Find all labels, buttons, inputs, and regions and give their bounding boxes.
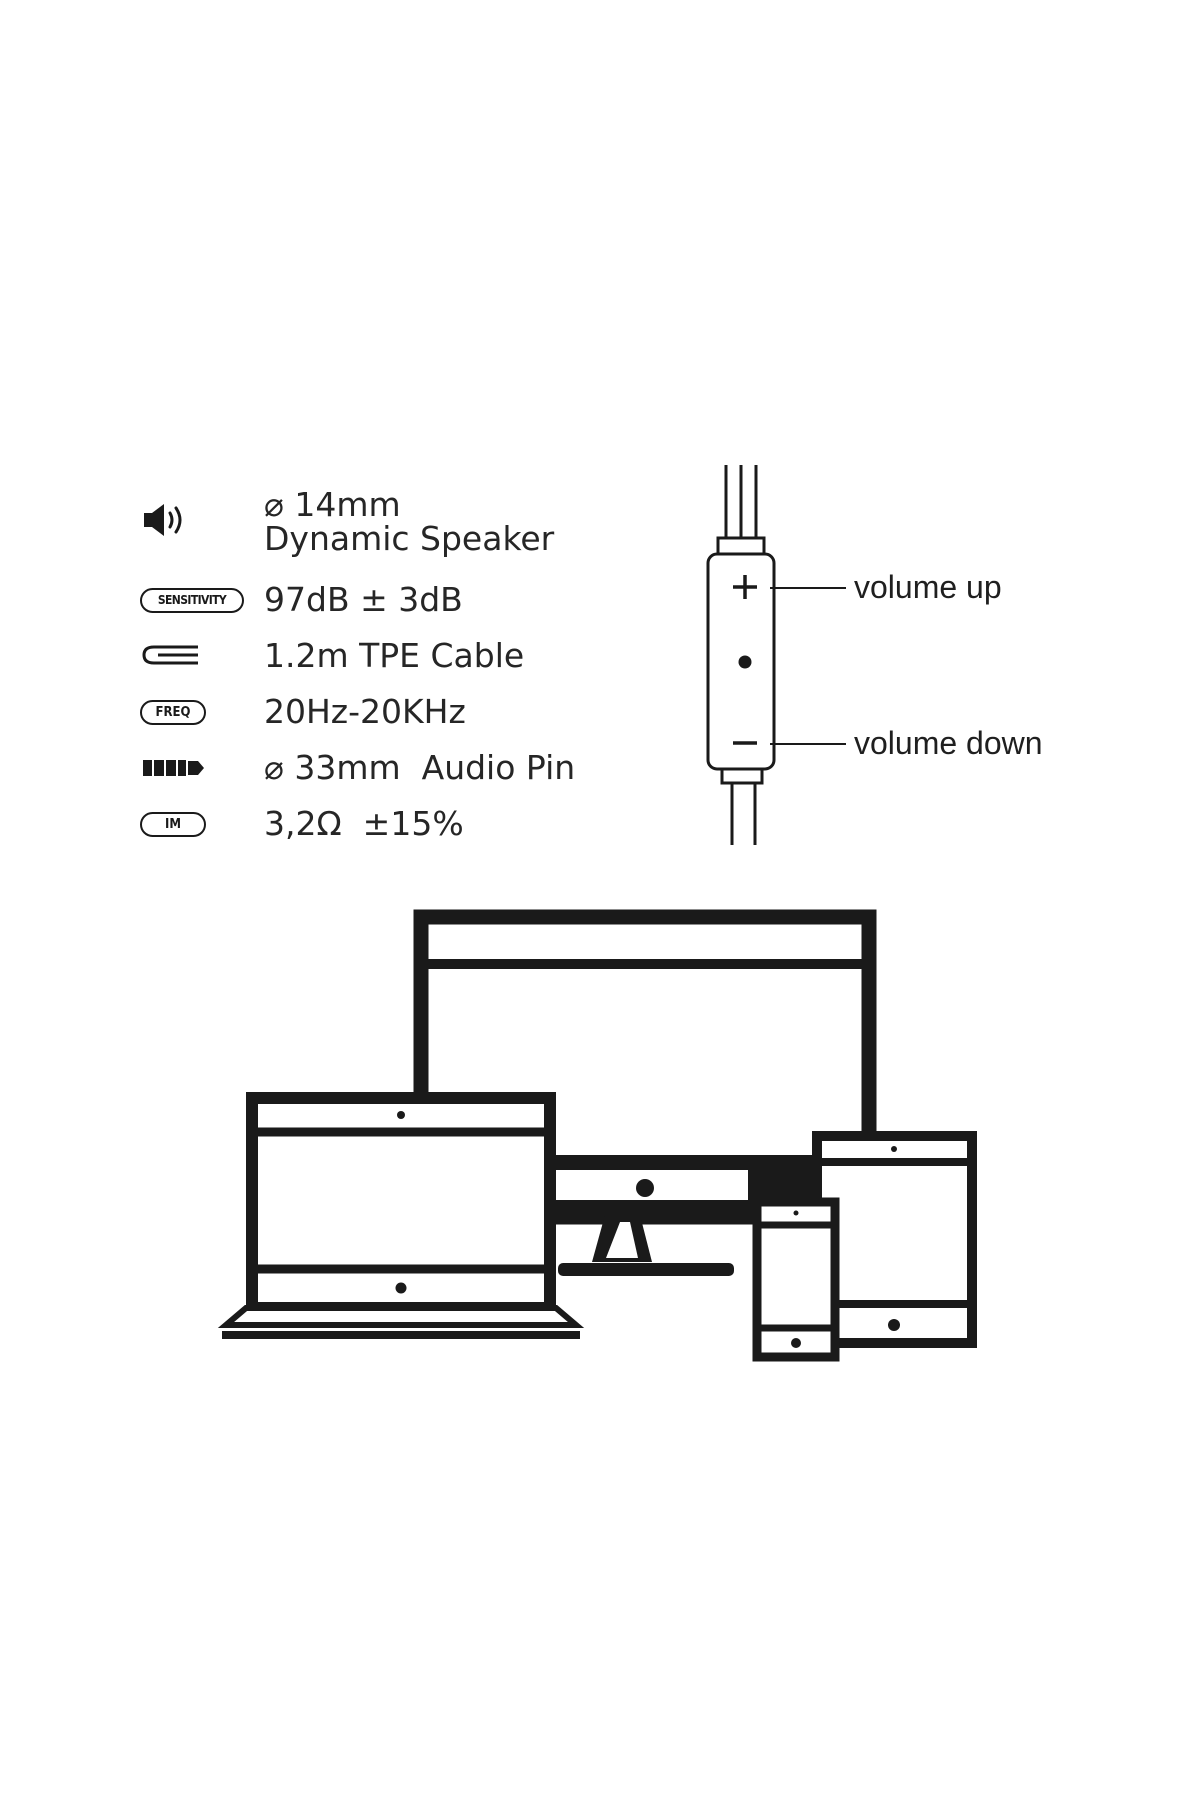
cable-icon: [140, 636, 250, 676]
spec-audio-pin-text: ⌀ 33mm Audio Pin: [264, 748, 576, 787]
spec-row-speaker: ⌀ 14mm Dynamic Speaker: [140, 488, 554, 556]
spec-row-frequency: FREQ 20Hz-20KHz: [140, 692, 466, 732]
remote-upper-cable: [724, 465, 758, 538]
dot-icon: [738, 655, 752, 669]
plus-icon: [733, 575, 757, 599]
spec-row-impedance: IM 3,2Ω ±15%: [140, 804, 464, 844]
spec-row-sensitivity: SENSITIVITY 97dB ± 3dB: [140, 580, 463, 620]
spec-speaker-size: ⌀ 14mm: [264, 485, 401, 524]
laptop-icon: [217, 1092, 585, 1339]
volume-down-label: volume down: [854, 725, 1043, 761]
remote-bottom-collar: [720, 767, 764, 785]
smartphone-icon: [752, 1197, 840, 1362]
impedance-badge-label: IM: [140, 811, 206, 837]
spec-row-audio-pin: ⌀ 33mm Audio Pin: [140, 748, 575, 788]
frequency-badge-label: FREQ: [140, 699, 206, 725]
tablet-icon: [812, 1131, 977, 1348]
sensitivity-badge-label: SENSITIVITY: [140, 587, 244, 613]
remote-lower-cable: [730, 783, 757, 845]
impedance-badge: IM: [140, 804, 250, 844]
frequency-badge: FREQ: [140, 692, 250, 732]
spec-row-cable: 1.2m TPE Cable: [140, 636, 524, 676]
volume-up-label: volume up: [854, 569, 1002, 605]
spec-cable-text: 1.2m TPE Cable: [264, 636, 525, 675]
spec-speaker-text: ⌀ 14mm Dynamic Speaker: [264, 488, 554, 556]
spec-sensitivity-text: 97dB ± 3dB: [264, 580, 463, 619]
spec-impedance-text: 3,2Ω ±15%: [264, 804, 464, 843]
spec-speaker-type: Dynamic Speaker: [264, 519, 555, 558]
speaker-icon: [140, 500, 250, 540]
sensitivity-badge: SENSITIVITY: [140, 580, 250, 620]
audio-jack-icon: [140, 748, 250, 788]
spec-frequency-text: 20Hz-20KHz: [264, 692, 466, 731]
